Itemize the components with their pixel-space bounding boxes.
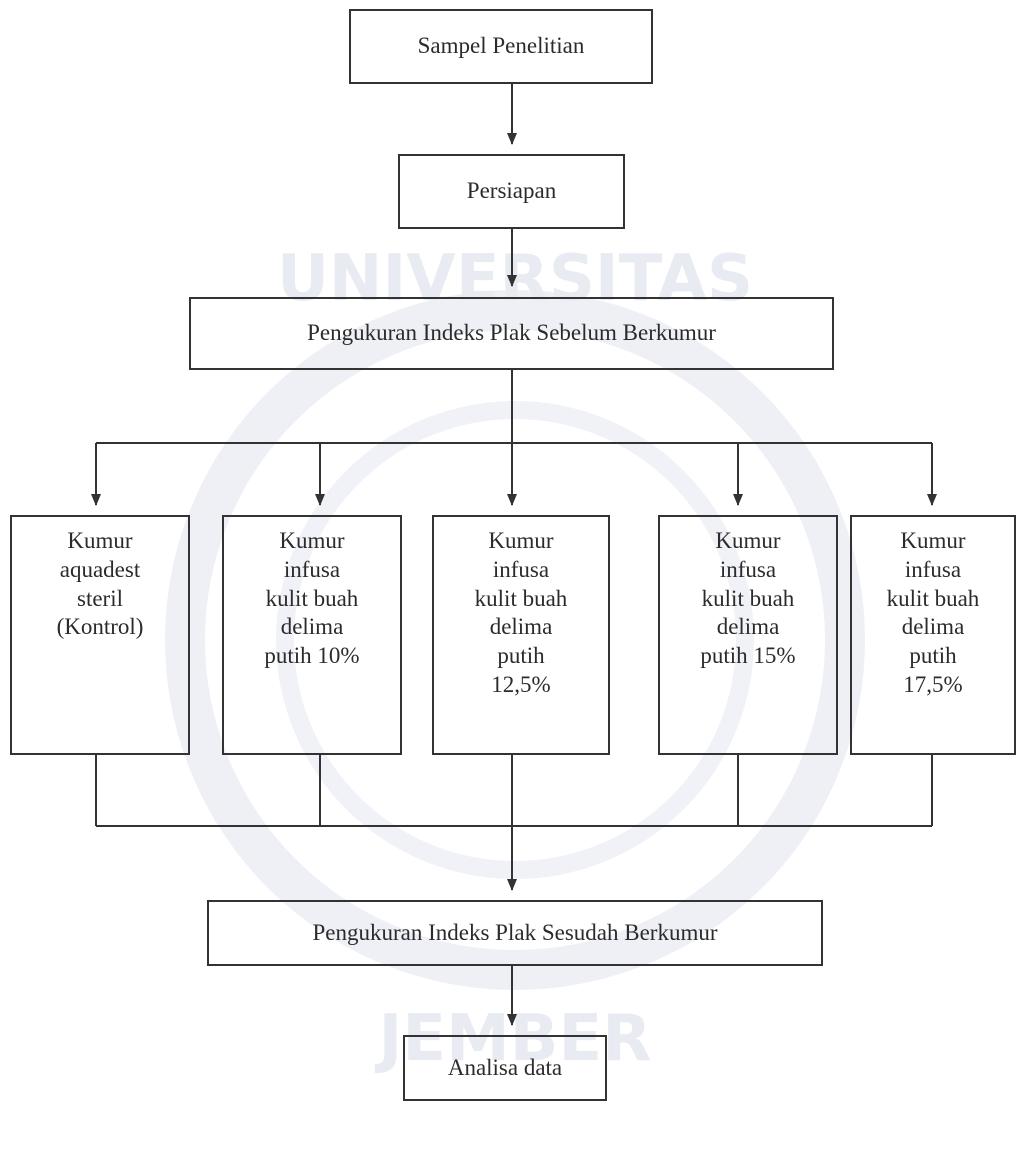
group-1-line: Kumur [67, 528, 133, 553]
group-4-line: putih 15% [700, 643, 796, 668]
analysis-label: Analisa data [447, 1054, 563, 1080]
group-3-line: delima [489, 614, 553, 640]
group-2-line: putih 10% [264, 643, 360, 668]
group-4-line: infusa [719, 556, 777, 582]
group-4-line: Kumur [715, 528, 781, 553]
prep-label: Persiapan [466, 178, 557, 204]
group-1-line: steril [77, 585, 123, 611]
prep-box: Persiapan [398, 154, 625, 229]
group-box-control: Kumur aquadest steril (Kontrol) [10, 515, 190, 755]
group-box-17-5: Kumur infusa kulit buah delima putih 17,… [850, 515, 1016, 755]
group-3-line: Kumur [488, 528, 554, 553]
group-2-line: Kumur [279, 528, 345, 553]
group-2-line: delima [280, 614, 344, 640]
pre-measure-label: Pengukuran Indeks Plak Sebelum Berkumur [307, 320, 716, 346]
group-2-line: infusa [283, 556, 341, 582]
group-box-10: Kumur infusa kulit buah delima putih 10% [222, 515, 402, 755]
group-1-line: aquadest [59, 556, 141, 582]
group-5-line: infusa [904, 556, 962, 582]
start-label: Sampel Penelitian [417, 33, 585, 59]
group-5-line: Kumur [900, 528, 966, 553]
post-measure-box: Pengukuran Indeks Plak Sesudah Berkumur [207, 900, 823, 966]
group-1-line: (Kontrol) [56, 614, 144, 640]
group-3-line: 12,5% [491, 671, 551, 697]
group-box-12-5: Kumur infusa kulit buah delima putih 12,… [432, 515, 610, 755]
post-measure-label: Pengukuran Indeks Plak Sesudah Berkumur [312, 919, 718, 945]
watermark-seal: UNIVERSITAS JEMBER [165, 242, 865, 1076]
group-box-15: Kumur infusa kulit buah delima putih 15% [658, 515, 838, 755]
group-3-line: putih [497, 643, 545, 668]
analysis-box: Analisa data [403, 1035, 607, 1101]
group-4-line: kulit buah [701, 585, 795, 611]
group-2-line: kulit buah [265, 585, 359, 611]
group-3-line: infusa [492, 556, 550, 582]
group-5-line: putih [909, 643, 957, 668]
group-5-line: delima [901, 614, 965, 640]
group-5-line: kulit buah [886, 585, 980, 611]
group-5-line: 17,5% [903, 671, 963, 697]
start-box: Sampel Penelitian [349, 9, 653, 84]
group-3-line: kulit buah [474, 585, 568, 611]
pre-measure-box: Pengukuran Indeks Plak Sebelum Berkumur [189, 297, 834, 370]
group-4-line: delima [716, 614, 780, 640]
